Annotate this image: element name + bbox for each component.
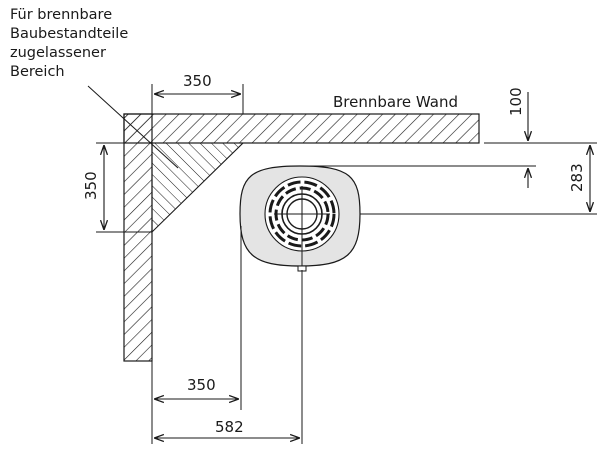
combustible-wall-horizontal: [123, 113, 480, 144]
dim-right-283: 283: [568, 163, 586, 192]
dim-bottom-350: 350: [187, 376, 216, 394]
dim-bottom-582: 582: [215, 418, 244, 436]
wall-label: Brennbare Wand: [333, 93, 458, 111]
dim-right-100: 100: [507, 87, 525, 116]
note-line-3: zugelassener: [10, 45, 106, 61]
dim-top-350: 350: [183, 72, 212, 90]
annotation-leader: [87, 85, 179, 169]
note-line-2: Baubestandteile: [10, 26, 129, 42]
note-line-4: Bereich: [10, 64, 65, 80]
dim-left-350: 350: [82, 171, 100, 200]
combustible-wall-vertical: [123, 113, 153, 362]
permitted-area-note: Für brennbare Baubestandteile zugelassen…: [10, 6, 150, 82]
note-line-1: Für brennbare: [10, 7, 113, 23]
